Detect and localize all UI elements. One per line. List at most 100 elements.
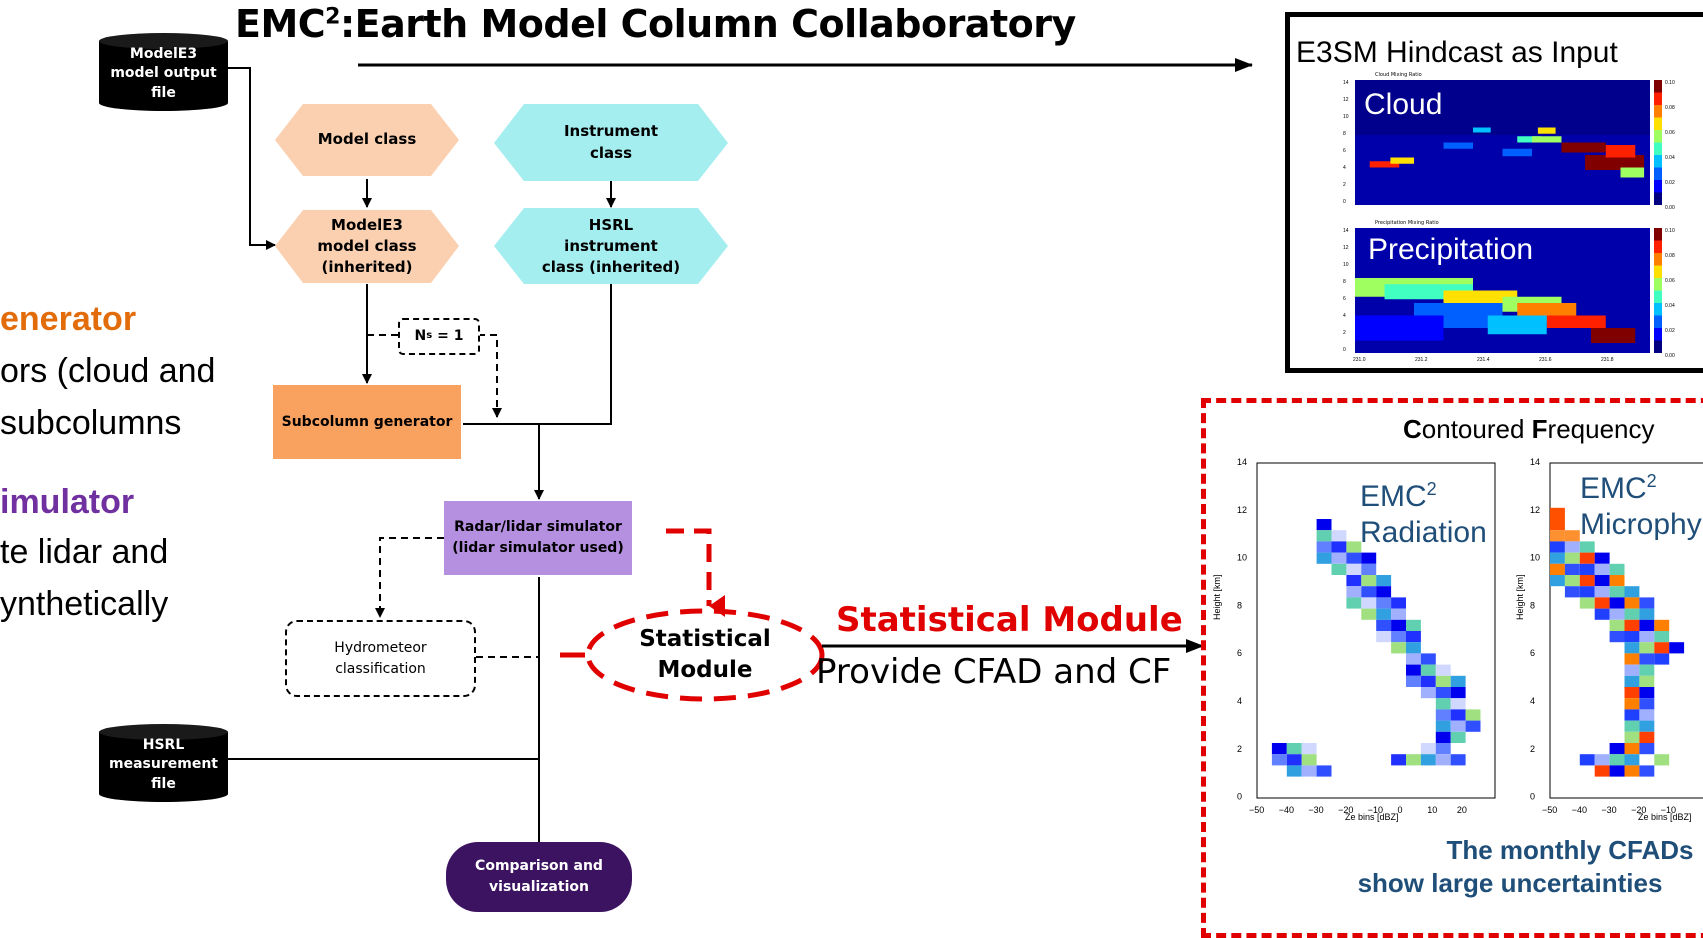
precip-xtick: 231.8 — [1601, 357, 1614, 363]
cfad-ytick: 8 — [1530, 600, 1535, 610]
cfad-cell — [1450, 698, 1466, 710]
cfad-cell — [1406, 619, 1421, 631]
cloud-cell — [1585, 155, 1645, 170]
cfad-xtick: −30 — [1601, 805, 1616, 815]
hindcast-cloud-plot: Cloud Mixing Ratio 141210864200.100.080.… — [1343, 72, 1675, 210]
cfad-cell — [1435, 675, 1451, 687]
cfad-cell — [1624, 754, 1640, 766]
cfad-xtick: 10 — [1427, 805, 1437, 815]
cfad-cell — [1420, 664, 1436, 676]
generator-text-line2: subcolumns — [0, 404, 182, 442]
precip-xtick: 231.2 — [1415, 357, 1428, 363]
cfad-cell — [1624, 597, 1640, 609]
cfad-xtick: −30 — [1308, 805, 1323, 815]
cfad-cell — [1435, 664, 1451, 676]
cfad-cell — [1420, 675, 1436, 687]
cfad-xtick: −10 — [1661, 805, 1676, 815]
cfad-cell — [1420, 687, 1436, 699]
cfad-cell — [1624, 664, 1640, 676]
precip-ytick: 14 — [1343, 228, 1349, 234]
precip-ytick: 0 — [1343, 347, 1346, 353]
cfad-cell — [1609, 619, 1625, 631]
cfad-cell — [1376, 586, 1392, 598]
cfad-ytick: 0 — [1237, 792, 1242, 802]
model-class-shape — [275, 104, 459, 176]
cfad-cell — [1579, 586, 1595, 598]
cfad-ytick: 6 — [1530, 648, 1535, 658]
cfad-cell — [1609, 586, 1625, 598]
cfad-cell — [1624, 631, 1640, 643]
cfad-radiation-cells — [1271, 519, 1481, 777]
generator-text-line1: ors (cloud and — [0, 352, 216, 390]
precip-ytick: 2 — [1343, 330, 1346, 336]
cfad-cell — [1391, 597, 1406, 609]
precip-cbar-tick: 0.04 — [1665, 303, 1675, 309]
cfad-cell — [1450, 754, 1466, 766]
cfad-ytick: 14 — [1237, 457, 1247, 467]
precip-cbar-tick: 0.02 — [1665, 328, 1675, 334]
precip-cbar-tick: 0.10 — [1665, 228, 1675, 234]
cloud-small-title: Cloud Mixing Ratio — [1375, 72, 1422, 78]
cfad-ytick: 10 — [1237, 553, 1247, 563]
cfad-cell — [1609, 608, 1625, 620]
cfad-cell — [1639, 597, 1655, 609]
cfad-cell — [1624, 743, 1640, 755]
simulator-text-line2: ynthetically — [0, 585, 169, 623]
cfad-cell — [1346, 541, 1362, 553]
cfad-cell — [1376, 619, 1392, 631]
cloud-cbar-tick: 0.04 — [1665, 155, 1675, 161]
cfad-cell — [1639, 608, 1655, 620]
cfad-cell — [1286, 743, 1302, 755]
cfad-cell — [1639, 619, 1655, 631]
cloud-cell — [1532, 136, 1562, 143]
cfad-ytick: 2 — [1530, 744, 1535, 754]
precip-ytick: 10 — [1343, 262, 1349, 268]
cfad-x-label-1: Ze bins [dBZ] — [1345, 812, 1399, 822]
cfad-cell — [1376, 608, 1392, 620]
cfad-cell — [1361, 575, 1377, 587]
cfad-cell — [1286, 765, 1302, 777]
precip-xtick: 231.4 — [1477, 357, 1490, 363]
radar-to-stat-red-dashed — [666, 528, 725, 617]
cfad-note: The monthly CFADs show large uncertainti… — [1357, 835, 1694, 898]
cloud-cbar-tick: 0.02 — [1665, 180, 1675, 186]
cfad-xtick: −10 — [1368, 805, 1383, 815]
cfad-cell — [1376, 575, 1392, 587]
cfad-cell — [1564, 541, 1580, 553]
subcolumn-generator-box: Subcolumn generator — [273, 385, 461, 459]
cfad-cell — [1376, 597, 1392, 609]
ns-dashed-connector-2 — [478, 334, 502, 418]
statistical-module-ellipse — [585, 608, 825, 702]
cfad-cell — [1406, 653, 1421, 665]
cfad-cell — [1331, 552, 1347, 564]
cfad-ytick: 0 — [1530, 792, 1535, 802]
cfad-ytick: 2 — [1237, 744, 1242, 754]
simulator-text-line1: te lidar and — [0, 533, 169, 571]
cfad-xtick: −50 — [1249, 805, 1264, 815]
cfad-cell — [1361, 552, 1377, 564]
cfad-cell — [1271, 754, 1287, 766]
cfad-cell — [1579, 597, 1595, 609]
model-class-label: Model class — [317, 130, 417, 149]
cfad-cell — [1391, 754, 1406, 766]
precip-cell — [1487, 315, 1547, 335]
cfad-cell — [1420, 743, 1436, 755]
cfad-ytick: 6 — [1237, 648, 1242, 658]
cfad-cell — [1391, 608, 1406, 620]
precip-ytick: 6 — [1343, 296, 1346, 302]
statistical-module-heading: Statistical Module — [836, 600, 1183, 640]
cfad-cell — [1406, 664, 1421, 676]
cfad-cell — [1465, 709, 1481, 721]
precip-cell — [1546, 315, 1606, 328]
cfad-cell — [1624, 698, 1640, 710]
cfad-cell — [1316, 530, 1332, 542]
cfad-cell — [1406, 675, 1421, 687]
cfad-cell — [1639, 765, 1655, 777]
panel2-label: EMC2 Microphy — [1580, 471, 1702, 541]
